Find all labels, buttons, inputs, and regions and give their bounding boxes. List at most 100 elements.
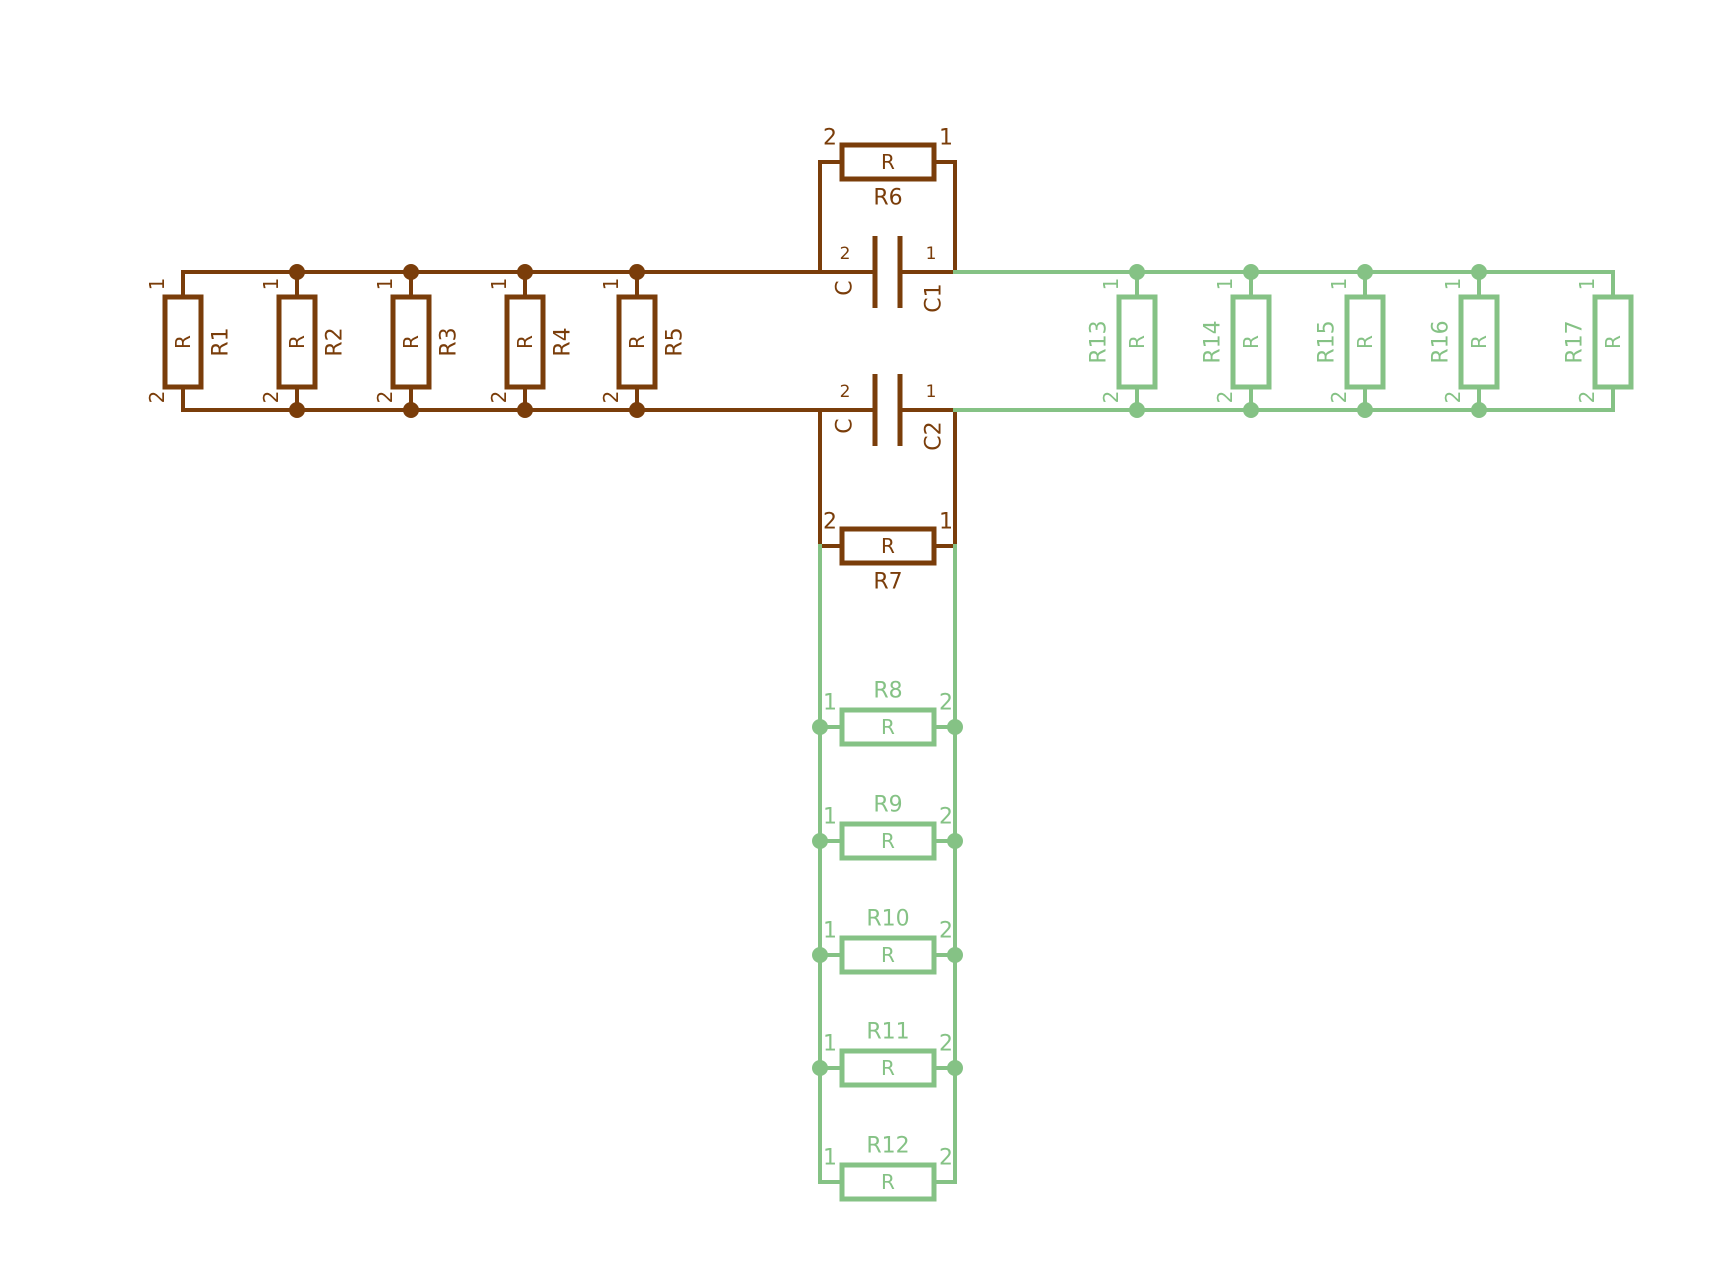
- pin-number: 1: [926, 382, 937, 402]
- junction-dot: [812, 719, 828, 735]
- junction-dot: [289, 402, 305, 418]
- resistor-ref-label: R12: [866, 1134, 909, 1159]
- pin-number: 1: [939, 510, 953, 535]
- junction-dot: [289, 264, 305, 280]
- resistor-value-label: R: [881, 1170, 895, 1194]
- resistor-ref-label: R17: [1563, 320, 1588, 363]
- resistor-value-label: R: [1239, 335, 1263, 349]
- pin-number: 2: [373, 391, 397, 404]
- resistor-body: [839, 142, 937, 182]
- junction-dot: [812, 833, 828, 849]
- resistor-ref-label: R9: [873, 793, 902, 818]
- pin-number: 2: [823, 126, 837, 151]
- junction-dot: [517, 402, 533, 418]
- pin-number: 2: [145, 391, 169, 404]
- junction-dot: [1357, 264, 1373, 280]
- resistor-body: [1458, 294, 1500, 390]
- pin-number: 2: [259, 391, 283, 404]
- capacitor-ref-label: C1: [922, 283, 947, 312]
- pin-number: 2: [823, 510, 837, 535]
- capacitor-ref-label: C2: [922, 421, 947, 450]
- resistor-value-label: R: [881, 715, 895, 739]
- resistor-ref-label: R14: [1201, 320, 1226, 363]
- junction-dot: [1357, 402, 1373, 418]
- resistor-value-label: R: [881, 1056, 895, 1080]
- resistor-ref-label: R1: [209, 327, 234, 356]
- resistor-ref-label: R3: [437, 327, 462, 356]
- resistor-value-label: R: [881, 534, 895, 558]
- pin-number: 1: [939, 126, 953, 151]
- pin-number: 2: [1575, 391, 1599, 404]
- resistor-ref-label: R8: [873, 679, 902, 704]
- resistor-ref-label: R4: [551, 327, 576, 356]
- pin-number: 2: [939, 919, 953, 944]
- resistor-body: [616, 294, 658, 390]
- junction-dot: [1129, 402, 1145, 418]
- resistor-ref-label: R15: [1315, 320, 1340, 363]
- junction-dot: [629, 402, 645, 418]
- pin-number: 2: [1213, 391, 1237, 404]
- pin-number: 1: [823, 919, 837, 944]
- resistor-value-label: R: [1467, 335, 1491, 349]
- pin-number: 2: [840, 244, 851, 264]
- junction-dot: [812, 1060, 828, 1076]
- junction-dot: [403, 264, 419, 280]
- pin-number: 1: [1213, 278, 1237, 291]
- resistor-body: [162, 294, 204, 390]
- resistor-value-label: R: [171, 335, 195, 349]
- resistor-value-label: R: [1125, 335, 1149, 349]
- pin-number: 1: [373, 278, 397, 291]
- resistor-r13: R R13 1 2: [1087, 264, 1158, 418]
- junction-dot: [629, 264, 645, 280]
- junction-dot: [1129, 264, 1145, 280]
- junction-dot: [947, 947, 963, 963]
- resistor-value-label: R: [881, 150, 895, 174]
- pin-number: 2: [1099, 391, 1123, 404]
- resistor-ref-label: R16: [1429, 320, 1454, 363]
- junction-dot: [1471, 402, 1487, 418]
- resistor-value-label: R: [881, 829, 895, 853]
- pin-number: 1: [599, 278, 623, 291]
- resistor-ref-label: R11: [866, 1020, 909, 1045]
- junction-dot: [1243, 264, 1259, 280]
- pin-number: 2: [939, 805, 953, 830]
- resistor-value-label: R: [285, 335, 309, 349]
- pin-number: 2: [599, 391, 623, 404]
- pin-number: 1: [823, 1146, 837, 1171]
- pin-number: 1: [1327, 278, 1351, 291]
- pin-number: 2: [1441, 391, 1465, 404]
- junction-dot: [517, 264, 533, 280]
- resistor-body: [276, 294, 318, 390]
- resistor-body: [390, 294, 432, 390]
- resistor-ref-label: R2: [323, 327, 348, 356]
- resistor-ref-label: R5: [663, 327, 688, 356]
- resistor-r9: R R9 1 2: [812, 793, 963, 861]
- pin-number: 1: [823, 1032, 837, 1057]
- resistor-ref-label: R10: [866, 907, 909, 932]
- junction-dot: [1471, 264, 1487, 280]
- resistor-ref-label: R13: [1087, 320, 1112, 363]
- junction-dot: [1243, 402, 1259, 418]
- junction-dot: [403, 402, 419, 418]
- pin-number: 1: [1099, 278, 1123, 291]
- pin-number: 1: [1575, 278, 1599, 291]
- resistor-body: [504, 294, 546, 390]
- pin-number: 2: [939, 691, 953, 716]
- resistor-body: [1230, 294, 1272, 390]
- pin-number: 1: [926, 244, 937, 264]
- pin-number: 1: [823, 805, 837, 830]
